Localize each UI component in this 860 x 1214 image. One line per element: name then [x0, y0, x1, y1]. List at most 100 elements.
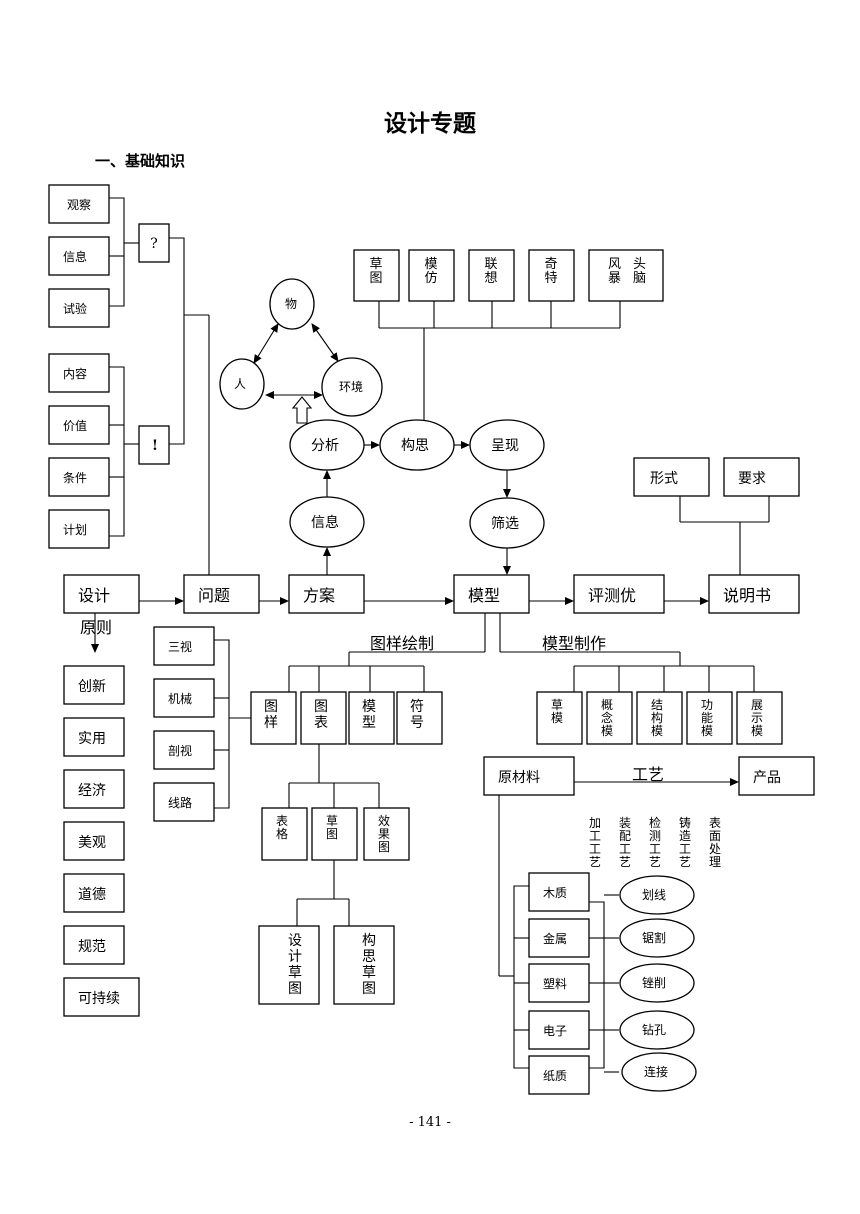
craft-casting: 铸造工艺 — [679, 815, 691, 869]
type-model: 模型 — [362, 699, 376, 731]
material-wood: 木质 — [543, 886, 567, 900]
chart-types: 表格 草图 效果图 — [261, 807, 410, 861]
craft-casting-c3: 工 — [679, 842, 691, 856]
screening-label: 筛选 — [491, 516, 519, 532]
craft-inspection-c2: 测 — [649, 829, 661, 843]
craft-surface-c3: 处 — [709, 842, 721, 856]
sketch-concept: 构思草图 — [362, 933, 376, 997]
type-pattern-c1: 图 — [264, 699, 278, 715]
view-circuit: 线路 — [168, 795, 192, 810]
type-symbol: 符号 — [410, 699, 424, 731]
chart-sketch: 草图 — [326, 814, 338, 841]
drawing-types: 图样 图表 模型 符号 — [250, 691, 443, 745]
model-concept-c3: 模 — [601, 724, 613, 738]
presentation-label: 呈现 — [491, 438, 519, 454]
model-function-c2: 能 — [701, 711, 713, 725]
model-concept-c2: 念 — [601, 710, 613, 725]
sketch-design: 设计草图 — [288, 933, 302, 997]
type-model-c1: 模 — [362, 699, 376, 715]
chart-effect-c1: 效 — [378, 813, 390, 828]
model-display: 展示模 — [751, 698, 763, 738]
method-imitate-c2: 仿 — [424, 271, 437, 286]
plan-label: 计划 — [63, 523, 87, 537]
method-sketch: 草图 — [369, 257, 382, 286]
principle-economy: 经济 — [78, 783, 106, 799]
person-object-environment: 物 人 环境 — [219, 278, 383, 417]
method-associate-c2: 想 — [484, 270, 497, 286]
craft-casting-c1: 铸 — [679, 815, 691, 830]
type-pattern-c2: 样 — [264, 715, 278, 731]
sketch-types: 设计草图 构思草图 — [258, 925, 395, 1005]
product-label: 产品 — [753, 770, 781, 786]
method-novel: 奇特 — [544, 256, 557, 286]
op-filing: 锉削 — [642, 975, 666, 990]
model-structure: 结构模 — [651, 698, 663, 738]
sketch-design-c4: 图 — [288, 981, 302, 997]
model-display-c3: 模 — [751, 724, 763, 738]
requirements-box — [723, 457, 800, 497]
model-structure-c3: 模 — [651, 724, 663, 738]
chart-table: 表格 — [276, 814, 288, 841]
method-brainstorm: 风头 暴脑 — [608, 257, 650, 286]
method-sketch-c2: 图 — [369, 271, 382, 286]
material-paper: 纸质 — [543, 1069, 567, 1083]
info-label: 信息 — [63, 249, 87, 264]
principle-standard: 规范 — [78, 938, 106, 955]
form-box — [633, 457, 710, 497]
type-chart-c1: 图 — [314, 699, 328, 715]
person-label: 人 — [234, 377, 246, 391]
evaluate-label: 评测优 — [588, 586, 636, 605]
craft-processing: 加工工艺 — [589, 816, 601, 869]
method-sketch-c1: 草 — [369, 257, 382, 272]
type-model-c2: 型 — [362, 715, 376, 731]
model-display-c1: 展 — [751, 698, 763, 712]
model-types: 草模 概念模 结构模 功能模 展示模 — [536, 691, 783, 745]
model-concept-c1: 概 — [601, 698, 613, 712]
material-metal: 金属 — [543, 931, 567, 946]
principle-aesthetic: 美观 — [78, 835, 106, 851]
chart-effect-c3: 图 — [378, 840, 390, 854]
method-brainstorm-c2: 头 — [633, 257, 646, 272]
model-function-c3: 模 — [701, 724, 713, 738]
manual-box — [708, 574, 800, 614]
model-rough-c1: 草 — [551, 698, 563, 712]
model-label: 模型 — [468, 586, 500, 605]
craft-assembly-c4: 艺 — [619, 855, 631, 869]
raw-material-label: 原材料 — [498, 770, 540, 786]
content-label: 内容 — [63, 366, 87, 381]
principles-list: 创新 实用 经济 美观 道德 规范 可持续 — [63, 665, 140, 1017]
craft-inspection-c1: 检 — [649, 815, 661, 830]
craft-assembly-c1: 装 — [619, 816, 631, 830]
model-structure-c2: 构 — [651, 710, 663, 725]
information-label: 信息 — [311, 514, 339, 531]
model-rough: 草模 — [551, 698, 563, 725]
method-brainstorm-c1: 风 — [608, 257, 621, 272]
exclaim-mark: ! — [152, 438, 158, 454]
sketch-concept-c3: 草 — [362, 965, 376, 981]
method-associate-c1: 联 — [484, 257, 497, 272]
craft-assembly: 装配工艺 — [619, 816, 631, 869]
craft-types: 加工工艺 装配工艺 检测工艺 铸造工艺 表面处理 — [589, 815, 721, 869]
sketch-design-c2: 计 — [288, 949, 302, 965]
views-list: 三视 机械 剖视 线路 — [153, 626, 215, 822]
page-number: - 141 - — [409, 1115, 451, 1130]
condition-label: 条件 — [63, 471, 87, 485]
sketch-design-c1: 设 — [288, 933, 302, 949]
hollow-up-arrow — [291, 396, 313, 424]
craft-label: 工艺 — [632, 765, 664, 784]
principle-practical: 实用 — [78, 731, 106, 747]
method-imitate: 模仿 — [424, 257, 437, 286]
design-label: 设计 — [78, 586, 110, 605]
method-novel-c2: 特 — [544, 271, 557, 286]
scheme-label: 方案 — [303, 586, 335, 605]
model-structure-c1: 结 — [651, 698, 663, 712]
method-associate: 联想 — [484, 257, 497, 286]
view-three: 三视 — [168, 639, 192, 654]
observe-label: 观察 — [67, 198, 91, 212]
method-imitate-c1: 模 — [424, 257, 437, 272]
craft-surface-c4: 理 — [709, 855, 721, 869]
craft-processing-c3: 工 — [589, 842, 601, 856]
thinking-methods: 草图 模仿 联想 奇特 风头 暴脑 — [353, 249, 664, 302]
type-symbol-c2: 号 — [410, 715, 424, 731]
sketch-concept-c4: 图 — [362, 981, 376, 997]
